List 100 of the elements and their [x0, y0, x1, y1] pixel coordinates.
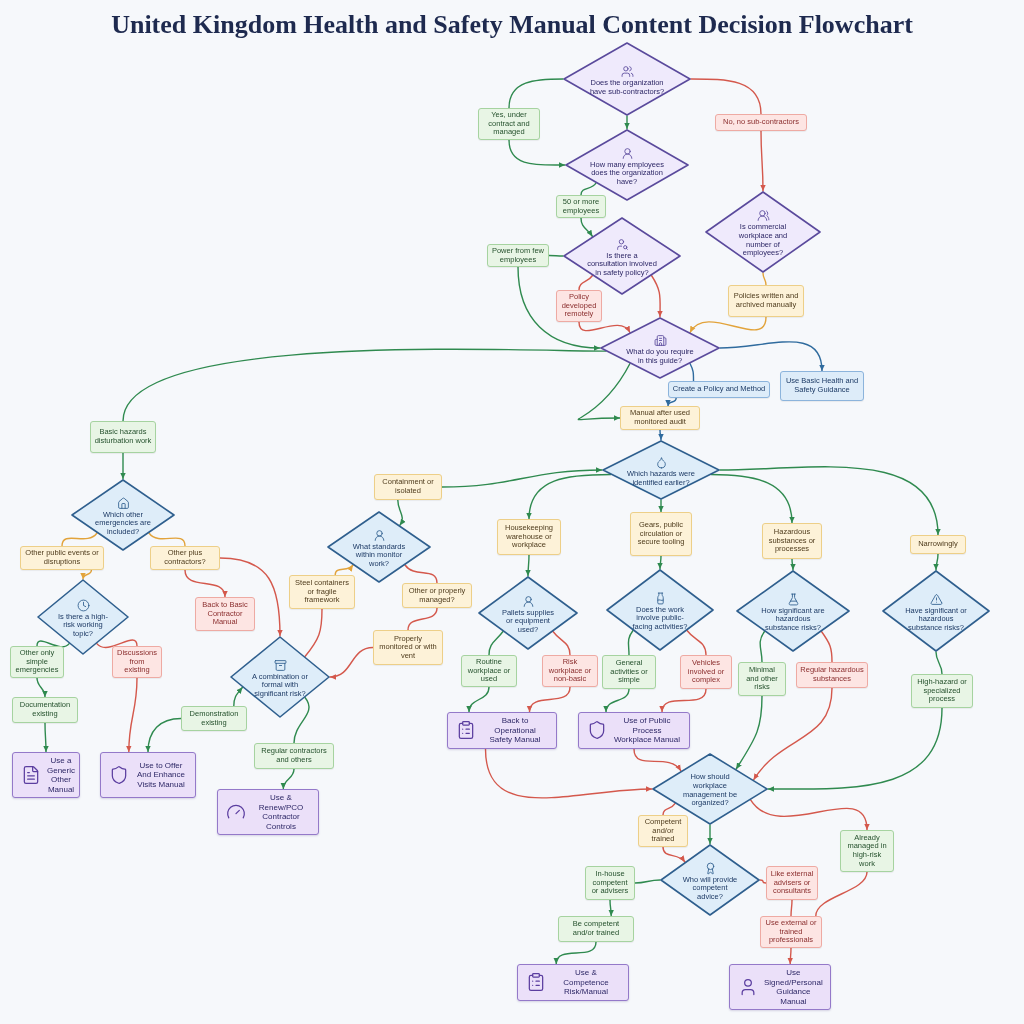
decision-diamond — [600, 317, 720, 379]
connector-line — [820, 630, 833, 663]
decision-diamond — [602, 440, 720, 500]
flow-arrow — [219, 557, 283, 637]
connector-line — [627, 629, 634, 656]
outcome-card — [578, 712, 690, 749]
connector-line — [759, 879, 767, 884]
flow-arrow — [184, 569, 227, 598]
flow-arrow — [604, 688, 630, 713]
flow-arrow — [735, 695, 763, 770]
flow-arrow — [526, 473, 612, 520]
connector-line — [935, 651, 943, 675]
flow-arrow — [233, 686, 244, 707]
connector-line — [762, 272, 767, 286]
flow-arrow — [517, 266, 601, 351]
flow-arrow — [658, 429, 664, 441]
outcome-text: Use & Competence Risk/Manual — [562, 968, 610, 997]
flow-arrow — [787, 947, 794, 965]
flow-arrow — [441, 467, 603, 488]
flow-arrow — [281, 768, 295, 790]
flow-arrow — [760, 130, 766, 192]
decision-diamond — [660, 844, 760, 916]
flow-arrow — [126, 677, 138, 753]
flow-arrow — [790, 558, 796, 571]
connector-line — [61, 532, 98, 547]
connector-line — [580, 182, 597, 196]
flow-arrow — [752, 687, 833, 781]
connector-line — [815, 871, 868, 917]
decision-diamond — [71, 479, 175, 551]
decision-diamond — [563, 217, 681, 295]
outcome-text: Use to Offer And Enhance Visits Manual — [135, 760, 186, 790]
connector-line — [662, 802, 676, 816]
flow-arrow — [710, 473, 795, 524]
flow-arrow — [719, 341, 825, 372]
flow-arrow — [707, 824, 713, 845]
connector-line — [404, 564, 438, 584]
flow-arrow — [933, 553, 939, 571]
flow-arrow — [120, 452, 126, 480]
flow-arrow — [660, 688, 707, 713]
outcome-card — [12, 752, 80, 798]
connector-line — [634, 879, 661, 884]
connector-line — [686, 629, 707, 656]
flow-arrow — [650, 274, 663, 318]
connector-line — [508, 78, 564, 109]
outcome-text: Use a Generic Other Manual — [47, 756, 75, 794]
connector-line — [552, 630, 571, 656]
connector-line — [407, 607, 438, 631]
connector-line — [790, 899, 793, 917]
flow-arrow — [749, 799, 869, 831]
connector-line — [122, 348, 607, 422]
decision-diamond — [705, 191, 821, 273]
flow-arrow — [467, 686, 490, 713]
flow-arrow — [662, 846, 686, 863]
connector-line — [759, 630, 766, 663]
flow-arrow — [554, 941, 597, 965]
decision-diamond — [882, 570, 990, 652]
flow-arrow — [719, 466, 940, 536]
outcome-card — [729, 964, 831, 1010]
flow-arrow — [484, 748, 653, 799]
flow-arrow — [525, 554, 531, 577]
connector-line — [578, 274, 594, 291]
outcome-card — [517, 964, 629, 1001]
outcome-text: Use Signed/Personal Guidance Manual — [764, 968, 823, 1006]
flow-arrow — [397, 499, 406, 527]
flow-arrow — [329, 646, 374, 680]
outcome-text: Use & Renew/PCO Contractor Controls — [257, 793, 305, 831]
flow-arrow — [578, 321, 631, 334]
connector-line — [488, 630, 504, 656]
outcome-card — [447, 712, 557, 749]
outcome-text: Back to Operational Safety Manual — [488, 716, 542, 745]
flow-arrow — [657, 555, 663, 570]
connector-line — [96, 639, 138, 649]
flow-arrow — [36, 677, 48, 698]
flow-arrow — [508, 139, 566, 168]
flow-arrow — [577, 362, 631, 421]
connector-line — [304, 608, 323, 658]
connector-line — [548, 254, 564, 257]
decision-diamond — [563, 42, 691, 116]
flow-arrow — [689, 316, 767, 334]
flow-arrow — [527, 686, 571, 713]
flow-arrow — [334, 564, 354, 576]
decision-diamond — [478, 576, 578, 650]
flow-arrow — [633, 748, 682, 772]
flow-arrow — [666, 397, 677, 407]
flow-arrow — [658, 499, 664, 513]
flow-arrow — [580, 217, 594, 238]
connector-line — [293, 696, 310, 744]
flow-arrow — [81, 569, 93, 580]
connector-line — [36, 640, 70, 648]
decision-diamond — [565, 129, 689, 201]
outcome-card — [100, 752, 196, 798]
flow-arrow — [608, 899, 614, 917]
decision-diamond — [736, 570, 850, 652]
connector-line — [690, 78, 762, 115]
flow-arrow — [767, 707, 943, 792]
connector-line — [689, 362, 695, 382]
connector-line — [148, 532, 186, 547]
flow-arrow — [624, 115, 630, 130]
outcome-card — [217, 789, 319, 835]
flow-arrow — [145, 717, 182, 753]
